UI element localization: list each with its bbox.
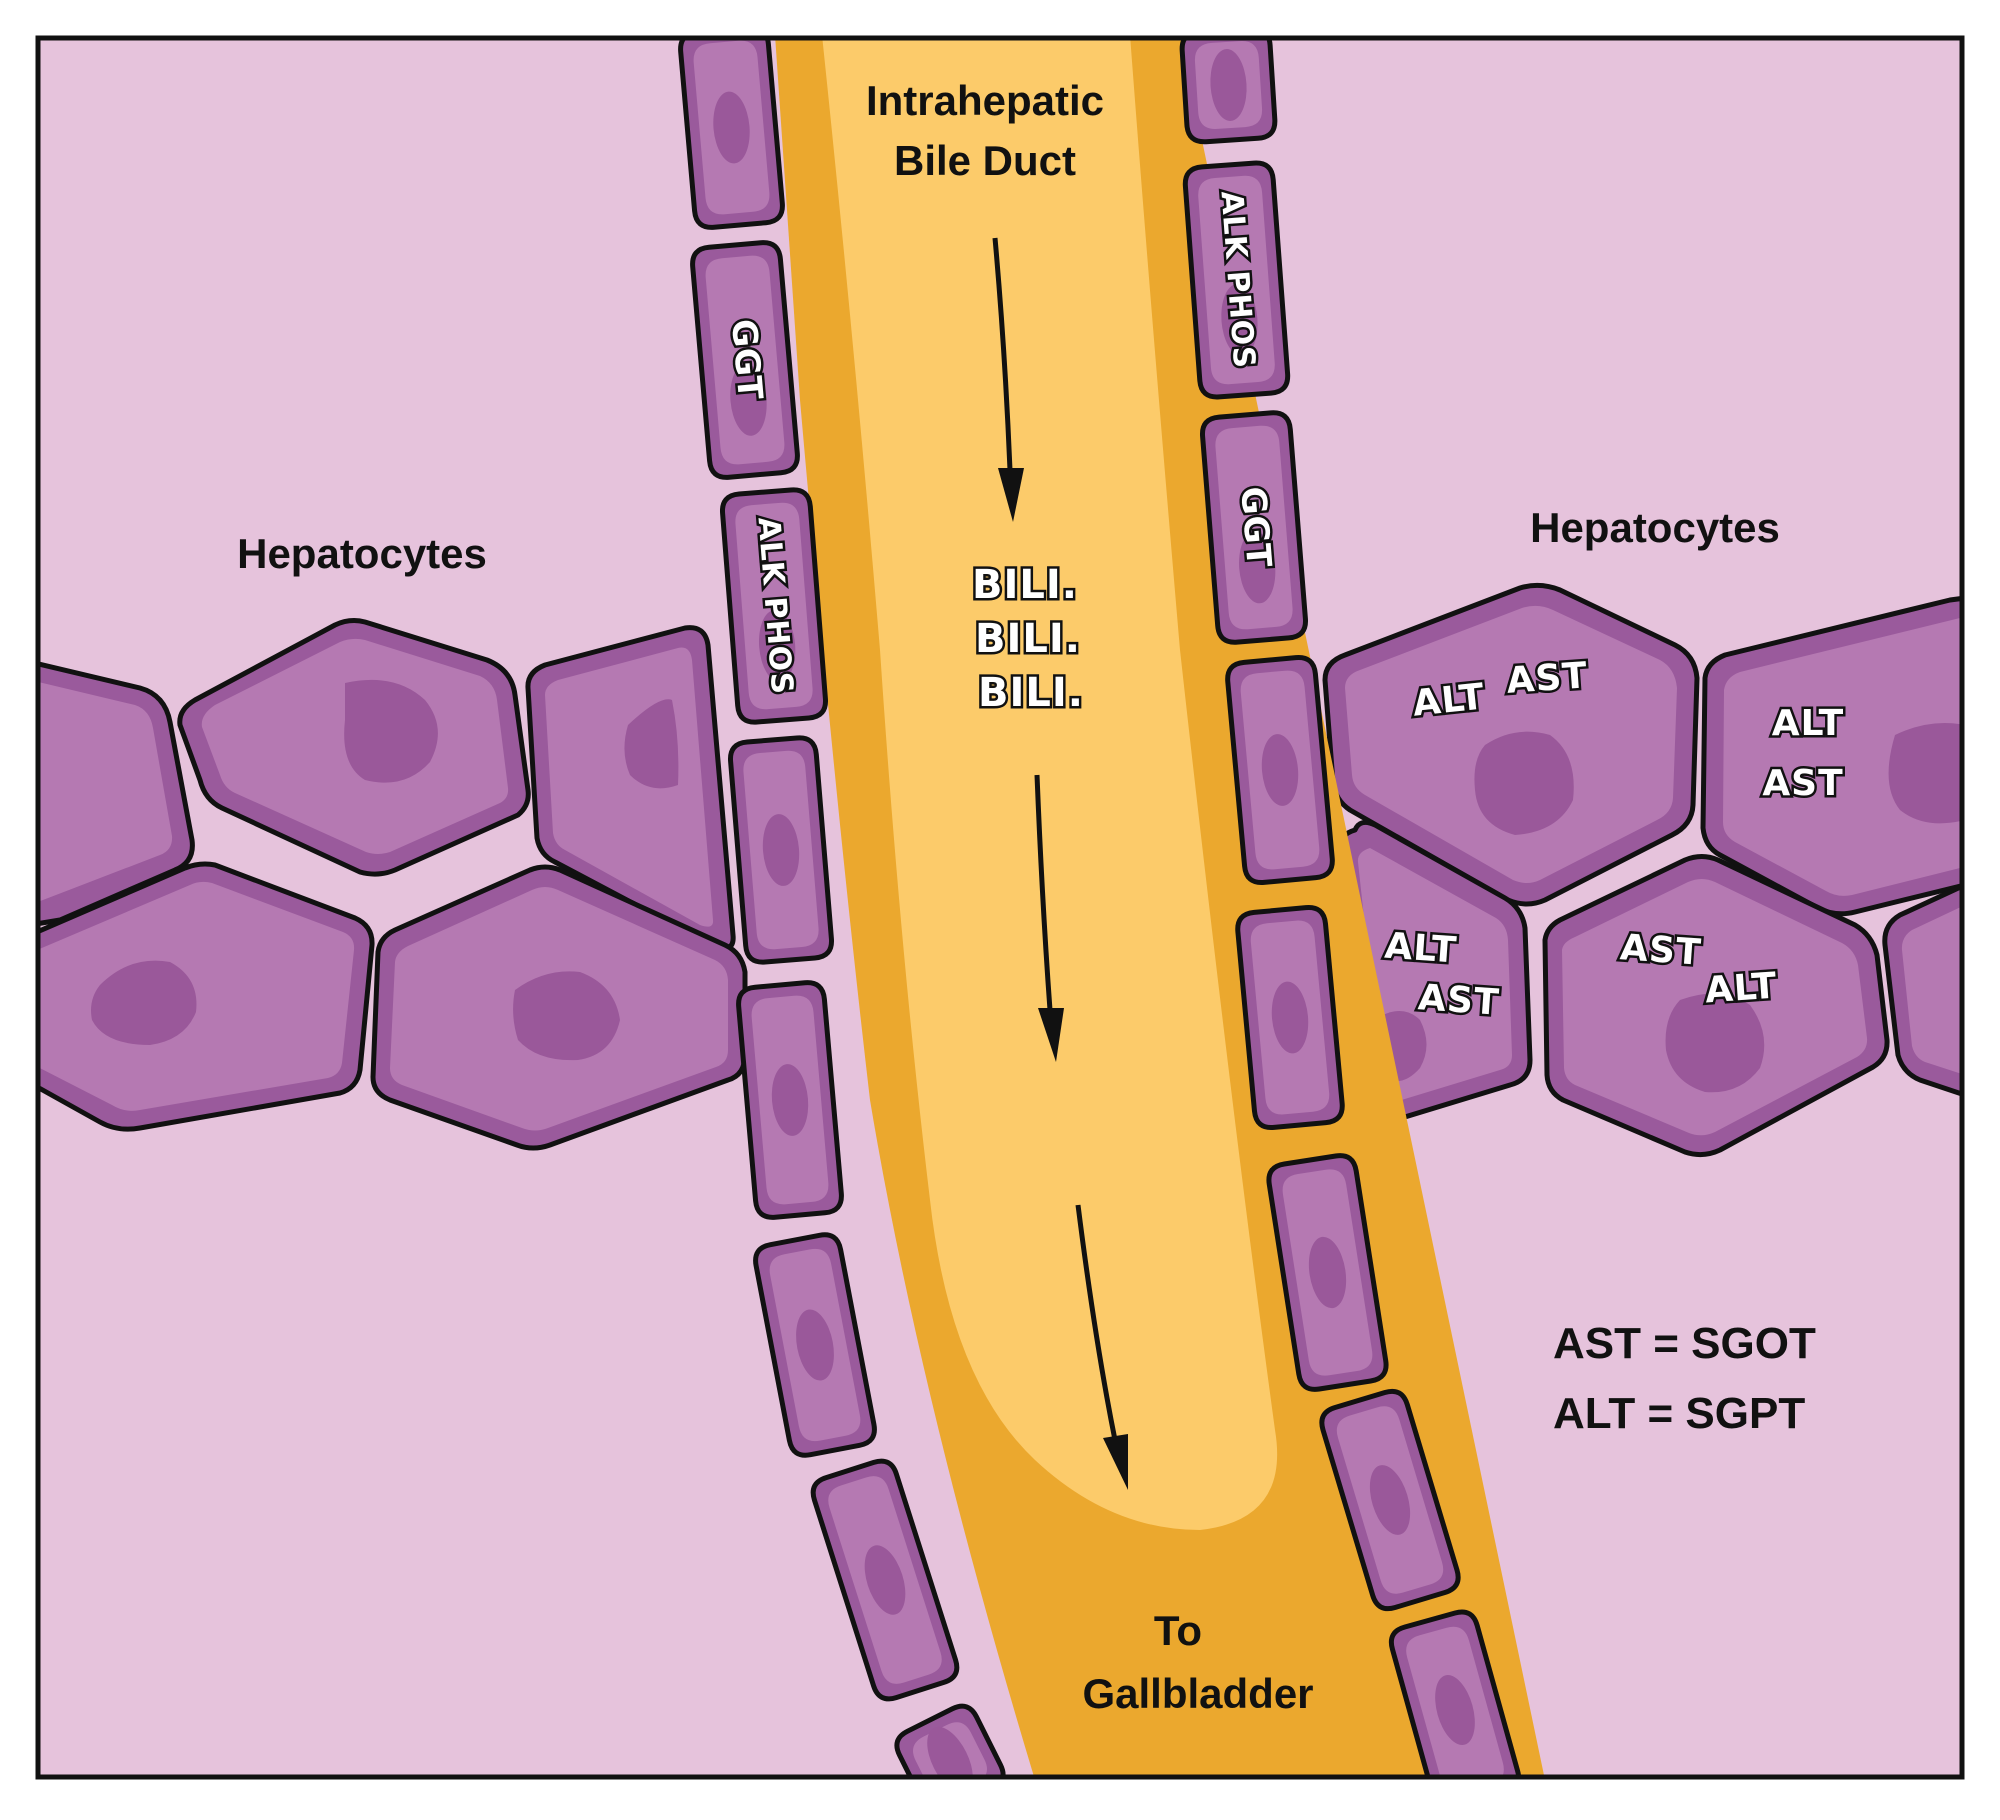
nucleus (730, 363, 767, 436)
nucleus (1210, 49, 1247, 121)
hepatocyte (40, 661, 195, 926)
hepatocyte (525, 625, 736, 951)
duct-epithelial-cell (1179, 40, 1278, 145)
nucleus (713, 91, 750, 164)
enzyme-label-ast: AST (1619, 927, 1703, 974)
destination-line2: Gallbladder (1082, 1670, 1313, 1717)
enzyme-label-ggt: GGT (1232, 485, 1278, 569)
duct-lumen (822, 40, 1278, 1530)
hepatocyte (1700, 596, 1960, 917)
flow-arrow-1 (992, 237, 1024, 522)
nucleus (1221, 283, 1258, 356)
enzyme-label-ast: AST (1417, 977, 1501, 1024)
hepatocyte (370, 864, 748, 1151)
flow-arrow-3 (1075, 1204, 1128, 1490)
duct-title-line2: Bile Duct (894, 137, 1076, 184)
nucleus (344, 679, 438, 783)
hepatocyte (1882, 884, 1960, 1096)
bilirubin-label: BILI. (972, 562, 1078, 608)
flow-arrow-2 (1034, 774, 1064, 1062)
duct-epithelial-cell (678, 40, 785, 230)
nucleus (624, 699, 679, 789)
right-duct-epithelium: ALK PHOS GGT (1179, 40, 1521, 1775)
legend-line-alt: ALT = SGPT (1553, 1389, 1805, 1438)
nucleus (762, 814, 800, 886)
hepatocytes-label-right: Hepatocytes (1530, 504, 1780, 551)
nucleus (758, 609, 796, 682)
nucleus (1308, 1236, 1347, 1309)
nucleus (1435, 1674, 1475, 1746)
hepatocyte (1542, 854, 1890, 1158)
enzyme-label-ast: AST (1762, 763, 1843, 804)
nucleus (771, 1064, 809, 1136)
legend-line-ast: AST = SGOT (1553, 1319, 1816, 1368)
enzyme-label-alt: ALT (1772, 703, 1844, 744)
right-hepatocyte-cluster (1322, 582, 1960, 1158)
duct-epithelial-cell (1225, 655, 1335, 885)
duct-epithelial-cell (894, 1703, 1006, 1775)
duct-epithelial-cell (810, 1458, 960, 1702)
hepatocyte (177, 618, 531, 877)
duct-epithelial-cell (1266, 1153, 1389, 1392)
duct-epithelial-cell: GGT (690, 240, 800, 480)
frame-border (35, 35, 1965, 1780)
duct-epithelial-cell: GGT (1200, 410, 1308, 645)
duct-epithelial-cell (753, 1232, 877, 1458)
duct-epithelial-cell (1319, 1388, 1461, 1612)
enzyme-label-alt: ALT (1383, 926, 1458, 972)
bilirubin-label: BILI. (975, 616, 1081, 662)
destination-line1: To (1154, 1607, 1202, 1654)
nucleus (1665, 993, 1765, 1093)
bilirubin-label: BILI. (978, 670, 1084, 716)
flow-arrows (992, 237, 1128, 1490)
enzyme-label-ggt: GGT (723, 318, 770, 403)
nucleus (927, 1726, 973, 1775)
nucleus (796, 1309, 834, 1381)
nucleus (1369, 1465, 1411, 1535)
nucleus (1261, 734, 1299, 806)
duct-epithelial-cell (728, 735, 834, 965)
duct-epithelial-cell: ALK PHOS (720, 487, 828, 725)
nucleus (513, 971, 620, 1061)
nucleus (1239, 531, 1276, 604)
legend: AST = SGOT ALT = SGPT (1553, 1319, 1816, 1438)
enzyme-label-alt: ALT (1411, 676, 1487, 724)
nucleus (1271, 981, 1309, 1054)
enzyme-label-alt: ALT (1704, 966, 1779, 1012)
duct-title-line1: Intrahepatic (866, 77, 1104, 124)
left-hepatocyte-cluster (40, 618, 748, 1151)
hepatocytes-label-left: Hepatocytes (237, 530, 487, 577)
left-duct-epithelium: GGT ALK PHOS (678, 40, 1006, 1775)
nucleus (1474, 731, 1574, 835)
enzyme-label-ast: AST (1505, 655, 1589, 702)
nucleus (1888, 723, 1960, 824)
duct-epithelial-cell (1235, 904, 1345, 1131)
duct-epithelial-cell (736, 980, 844, 1220)
nucleus (864, 1545, 906, 1615)
hepatocyte (40, 861, 375, 1132)
duct-epithelial-cell: ALK PHOS (1182, 160, 1291, 400)
duct-epithelial-cell (1388, 1609, 1521, 1775)
hepatocyte (1322, 582, 1700, 907)
nucleus (91, 960, 197, 1045)
